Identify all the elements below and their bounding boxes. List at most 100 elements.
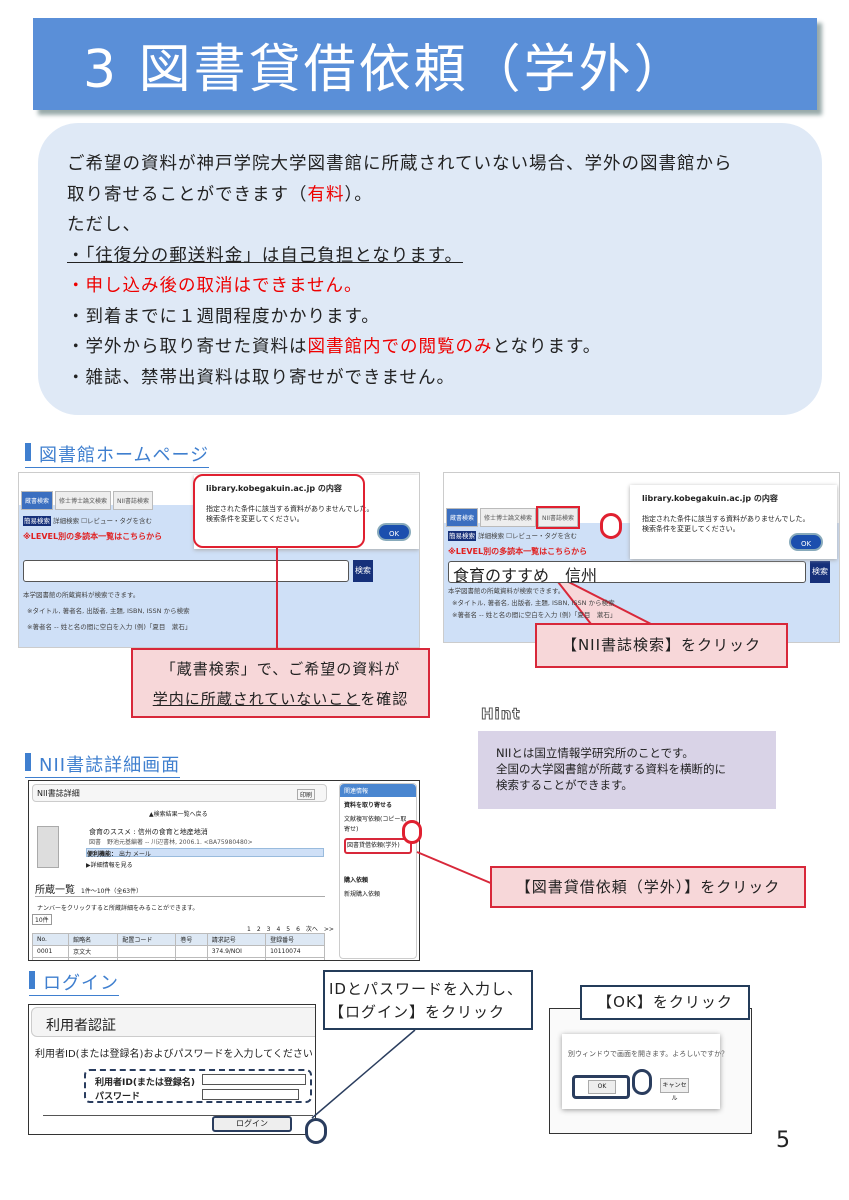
t: 野池元基編著 -- 川辺書林, 2006.1. <BA75980480> bbox=[107, 839, 253, 846]
login-header: 利用者認証 bbox=[31, 1007, 315, 1037]
pw-input[interactable] bbox=[202, 1089, 299, 1100]
section-heading-home: 図書館ホームページ bbox=[25, 441, 210, 468]
back-link[interactable]: ▲検索結果一覧へ戻る bbox=[149, 811, 208, 818]
page-title: 3 図書貸借依頼（学外） bbox=[33, 18, 817, 110]
book-cover bbox=[37, 826, 59, 868]
t: 図書 bbox=[89, 839, 102, 846]
holdings-heading: 所蔵一覧 bbox=[35, 885, 75, 896]
search-input[interactable]: 食育のすすめ 信州 bbox=[448, 561, 806, 585]
side-header: 関連情報 bbox=[340, 784, 416, 797]
table-cell[interactable]: 0001 bbox=[31, 945, 70, 958]
t: ）。 bbox=[344, 184, 373, 205]
table-cell bbox=[175, 945, 208, 958]
callout-ok: 【OK】をクリック bbox=[580, 985, 750, 1020]
table-cell: 374.9/NOI bbox=[206, 945, 267, 958]
table-cell: 374.97||N bbox=[206, 957, 267, 960]
login-button[interactable]: ログイン bbox=[212, 1116, 292, 1132]
table-cell bbox=[117, 945, 177, 958]
column-header: 配置コード bbox=[117, 933, 177, 946]
hint-label: Hint bbox=[481, 705, 521, 724]
copy-request-link[interactable]: 文献複写依頼(コピー取寄せ) bbox=[344, 816, 407, 833]
table-cell[interactable]: 0002 bbox=[31, 957, 70, 960]
note: 本学図書館の所蔵資料が検索できます。 bbox=[23, 591, 140, 599]
info-box: ご希望の資料が神戸学院大学図書館に所蔵されていない場合、学外の図書館から 取り寄… bbox=[38, 123, 822, 415]
mode[interactable]: 簡易検索 bbox=[448, 531, 476, 541]
search-input[interactable] bbox=[23, 560, 349, 582]
tab[interactable]: 修士博士論文検索 bbox=[480, 508, 537, 527]
dialog-title: library.kobegakuin.ac.jp の内容 bbox=[206, 484, 342, 493]
id-input[interactable] bbox=[202, 1074, 306, 1085]
output-button[interactable]: 出力 bbox=[118, 851, 131, 858]
page-number: 5 bbox=[776, 1128, 790, 1153]
purchase-link[interactable]: 新規購入依頼 bbox=[344, 891, 381, 898]
cancel-button[interactable]: キャンセル bbox=[660, 1078, 689, 1102]
nii-screenshot: NII書誌詳細 印刷 ▲検索結果一覧へ戻る 食育のススメ : 信州の食育と地産地… bbox=[28, 780, 420, 961]
table-cell: 京文大 bbox=[68, 945, 119, 958]
tab[interactable]: 修士博士論文検索 bbox=[55, 491, 112, 510]
print-button[interactable]: 印刷 bbox=[297, 789, 316, 800]
callout-login: IDとパスワードを入力し、【ログイン】をクリック bbox=[323, 970, 533, 1030]
tab-nii[interactable]: NII書誌検索 bbox=[536, 506, 581, 529]
nii-header: NII書誌詳細 bbox=[32, 784, 327, 802]
tab[interactable]: 蔵書検索 bbox=[446, 508, 479, 527]
t: 検索することができます。 bbox=[496, 778, 633, 792]
ok-button[interactable]: OK bbox=[588, 1080, 616, 1094]
column-header: 館略名 bbox=[68, 933, 119, 946]
tab[interactable]: 蔵書検索 bbox=[21, 491, 54, 510]
column-header: No. bbox=[31, 933, 70, 946]
info-bullet: ・申し込み後の取消はできません。 bbox=[67, 276, 363, 296]
note: 本学図書館の所蔵資料が検索できます。 bbox=[448, 587, 565, 595]
callout-nii-search: 【NII書誌検索】をクリック bbox=[535, 623, 788, 668]
mouse-icon bbox=[402, 820, 422, 844]
level-link[interactable]: ※LEVEL別の多読本一覧はこちらから bbox=[448, 547, 588, 556]
t: 【ログイン】をクリック bbox=[329, 1003, 506, 1021]
t: を確認 bbox=[360, 690, 409, 708]
ok-button[interactable]: OK bbox=[377, 523, 411, 541]
section-heading-login: ログイン bbox=[29, 969, 119, 996]
callout-pointer bbox=[416, 851, 494, 885]
t: 指定された条件に該当する資料がありませんでした。 bbox=[642, 515, 810, 523]
t: 資料を取り寄せる bbox=[344, 802, 393, 809]
book-title: 食育のススメ : 信州の食育と地産地消 bbox=[89, 828, 208, 836]
info-line: 取り寄せることができます（有料）。 bbox=[67, 180, 822, 211]
detail-link[interactable]: ▶詳細情報を見る bbox=[86, 862, 133, 869]
note: ※タイトル, 著者名, 出版者, 主題, ISBN, ISSN から検索 bbox=[27, 607, 190, 615]
per-page-select[interactable]: 10件 bbox=[32, 914, 52, 925]
level-link[interactable]: ※LEVEL別の多読本一覧はこちらから bbox=[23, 532, 163, 541]
pw-label: パスワード bbox=[95, 1092, 141, 1102]
note: ※著者名 -- 姓と名の間に空白を入力 (例)「夏目 漱石」 bbox=[27, 623, 192, 631]
column-header: 巻号 bbox=[175, 933, 208, 946]
search-button[interactable]: 検索 bbox=[353, 560, 373, 582]
pagination[interactable]: 1 2 3 4 5 6 次へ >> bbox=[247, 926, 334, 933]
t: 全国の大学図書館が所蔵する資料を横断的に bbox=[496, 762, 726, 776]
ill-request-link[interactable]: 図書貸借依頼(学外) bbox=[344, 838, 412, 854]
tab[interactable]: NII書誌検索 bbox=[113, 491, 154, 510]
t: となります。 bbox=[492, 337, 602, 357]
t: ・学外から取り寄せた資料は bbox=[67, 337, 308, 357]
mode[interactable]: 詳細検索 bbox=[478, 532, 505, 540]
t: 検索条件を変更してください。 bbox=[206, 515, 304, 523]
id-label: 利用者ID(または登録名) bbox=[95, 1078, 196, 1088]
search-button[interactable]: 検索 bbox=[810, 561, 830, 583]
mouse-icon bbox=[305, 1118, 327, 1144]
t: 利用者ID(または登録名)およびパスワードを入力してください bbox=[35, 1049, 313, 1060]
t: 学内に所蔵されていないこと bbox=[152, 690, 361, 708]
column-header: 請求記号 bbox=[206, 933, 267, 946]
mode[interactable]: 簡易検索 bbox=[23, 516, 51, 526]
table-header: No.館略名配置コード巻号請求記号登録番号 bbox=[31, 933, 325, 946]
ok-button[interactable]: OK bbox=[789, 533, 823, 551]
dialog-title: library.kobegakuin.ac.jp の内容 bbox=[642, 494, 778, 503]
t: 購入依頼 bbox=[344, 877, 369, 884]
review-checkbox[interactable]: レビュー・タグを含む bbox=[511, 532, 577, 540]
t: NIIとは国立情報学研究所のことです。 bbox=[496, 746, 694, 760]
t: 「蔵書検索」で、ご希望の資料が bbox=[160, 660, 401, 678]
section-heading-nii: NII書誌詳細画面 bbox=[25, 751, 181, 778]
review-checkbox[interactable]: レビュー・タグを含む bbox=[86, 517, 152, 525]
mail-button[interactable]: メール bbox=[132, 851, 151, 858]
alert-dialog: library.kobegakuin.ac.jp の内容指定された条件に該当する… bbox=[194, 475, 419, 549]
table-cell: 名大国際 bbox=[68, 957, 119, 960]
mode[interactable]: 詳細検索 bbox=[53, 517, 80, 525]
